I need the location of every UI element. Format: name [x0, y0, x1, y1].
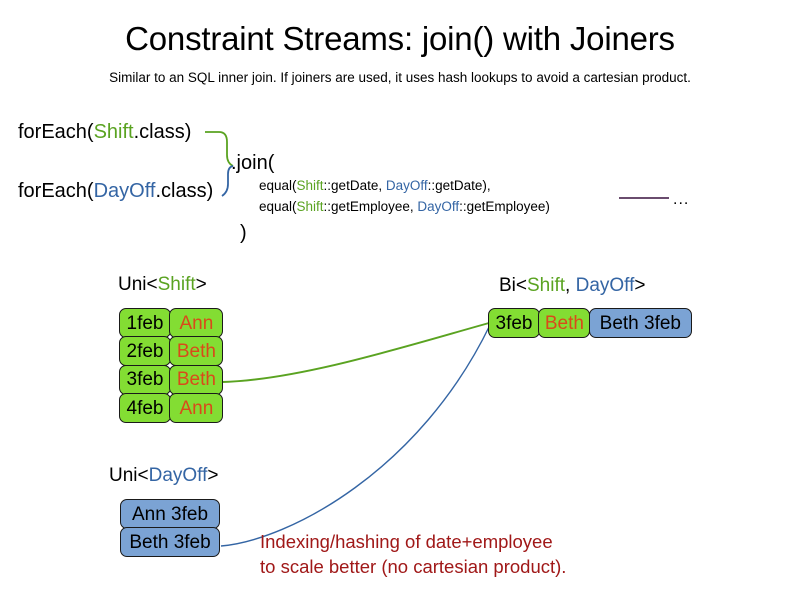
uni-dayoff-fact-list: Ann 3feb Beth 3feb: [120, 499, 220, 558]
stream-header-bi: Bi<Shift, DayOff>: [499, 275, 645, 297]
cell-dayoff: Beth 3feb: [120, 527, 220, 558]
cell-date: 1feb: [119, 308, 171, 338]
code-token-equal-call: equal(: [259, 199, 297, 214]
code-join-open: .join(: [231, 152, 275, 174]
code-token-right-method: ::getEmployee): [459, 199, 550, 214]
code-foreach-shift: forEach(Shift.class): [18, 121, 191, 144]
table-row[interactable]: 2feb Beth: [119, 336, 224, 367]
cell-dayoff: Beth 3feb: [588, 308, 692, 338]
code-token-left-method: ::getEmployee,: [323, 199, 418, 214]
header-type-shift: Shift: [157, 274, 196, 295]
cell-employee: Ann: [169, 393, 224, 424]
uni-shift-fact-list: 1feb Ann 2feb Beth 3feb Beth 4feb Ann: [119, 308, 224, 424]
code-token-right-method: ::getDate),: [427, 178, 491, 193]
header-separator: ,: [565, 275, 576, 296]
table-row[interactable]: 3feb Beth: [119, 364, 224, 395]
header-suffix: >: [195, 274, 207, 295]
header-prefix: Uni<: [118, 274, 158, 295]
code-token-dayoff-type: DayOff: [385, 178, 428, 193]
code-token-dayoff-type: DayOff: [93, 180, 156, 202]
code-token-equal-call: equal(: [259, 178, 297, 193]
code-token-dayoff-type: DayOff: [417, 199, 460, 214]
link-dayoff-to-bi: [220, 324, 491, 547]
code-ellipsis: ...: [673, 191, 690, 208]
code-foreach-dayoff: forEach(DayOff.class): [18, 180, 213, 203]
table-row[interactable]: Ann 3feb: [120, 499, 220, 529]
link-shift-to-bi: [221, 322, 490, 383]
cell-date: 4feb: [119, 393, 171, 424]
cell-employee: Beth: [169, 336, 224, 367]
code-token-shift-type: Shift: [93, 121, 134, 143]
code-joiner-equal-date: equal(Shift::getDate, DayOff::getDate),: [259, 178, 491, 193]
code-token-left-method: ::getDate,: [323, 178, 386, 193]
table-row[interactable]: Beth 3feb: [120, 527, 220, 558]
stream-header-uni-dayoff: Uni<DayOff>: [109, 465, 219, 487]
header-prefix: Uni<: [109, 465, 149, 486]
code-token-foreach-suffix: .class): [133, 121, 192, 143]
bi-table-row[interactable]: 3feb Beth Beth 3feb: [488, 308, 692, 338]
cell-employee: Beth: [538, 308, 591, 338]
code-join-close: ): [240, 222, 247, 244]
header-type-shift: Shift: [527, 275, 566, 296]
header-suffix: >: [207, 465, 219, 486]
page-subtitle: Similar to an SQL inner join. If joiners…: [109, 70, 691, 85]
cell-dayoff: Ann 3feb: [120, 499, 220, 529]
table-row[interactable]: 1feb Ann: [119, 308, 224, 338]
header-suffix: >: [634, 275, 646, 296]
code-token-foreach-prefix: forEach(: [18, 180, 94, 202]
table-row[interactable]: 4feb Ann: [119, 393, 224, 424]
stream-header-uni-shift: Uni<Shift>: [118, 274, 207, 296]
cell-employee: Beth: [169, 364, 224, 395]
caption-text: Indexing/hashing of date+employee to sca…: [260, 531, 567, 577]
header-type-dayoff: DayOff: [575, 275, 635, 296]
brace-shift-to-join: [205, 131, 234, 167]
page-title: Constraint Streams: join() with Joiners: [125, 20, 675, 57]
cell-employee: Ann: [169, 308, 224, 338]
code-token-foreach-prefix: forEach(: [18, 121, 94, 143]
cell-date: 3feb: [119, 364, 171, 395]
code-joiner-equal-employee: equal(Shift::getEmployee, DayOff::getEmp…: [259, 199, 550, 214]
header-type-dayoff: DayOff: [148, 465, 208, 486]
code-token-shift-type: Shift: [296, 199, 324, 214]
cell-date: 3feb: [488, 308, 540, 338]
header-prefix: Bi<: [499, 275, 527, 296]
code-token-shift-type: Shift: [296, 178, 324, 193]
cell-date: 2feb: [119, 336, 171, 367]
continuation-rule: [619, 197, 669, 199]
code-token-foreach-suffix: .class): [155, 180, 214, 202]
